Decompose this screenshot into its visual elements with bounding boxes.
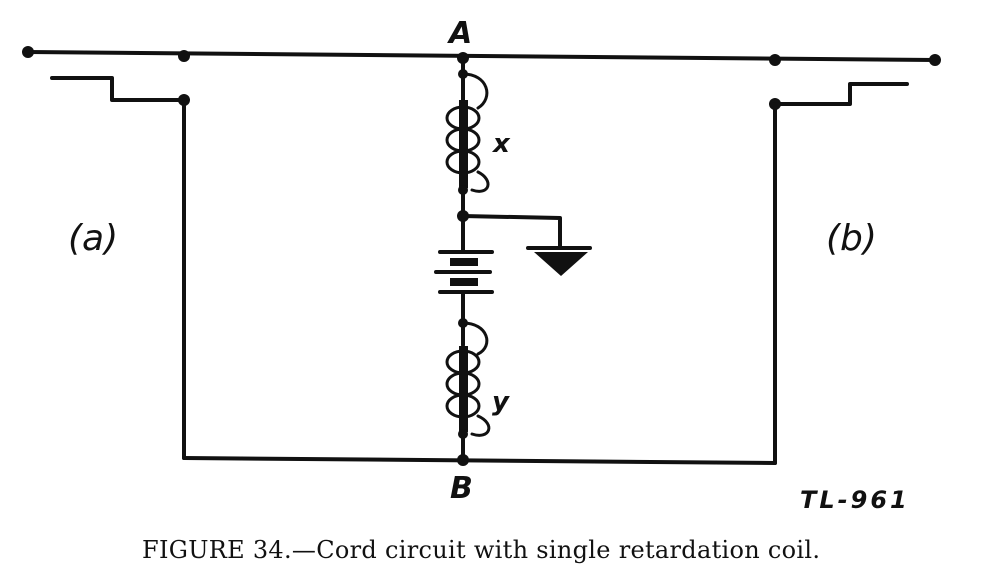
junction-dot-right-top — [769, 54, 781, 66]
side-label-b: (b) — [826, 218, 877, 259]
node-label-B: B — [450, 471, 473, 506]
coil-label-x: x — [491, 129, 511, 159]
left-step-wire — [50, 76, 186, 102]
ground-icon — [526, 246, 592, 276]
coil-label-y: y — [492, 387, 510, 417]
top-line-wire — [26, 50, 937, 62]
right-step-wire — [773, 82, 909, 106]
figure-caption: FIGURE 34.—Cord circuit with single reta… — [142, 536, 821, 564]
coil-core-laminations — [434, 250, 494, 294]
coil-x-winding — [445, 69, 490, 195]
terminal-dot-right-end — [929, 54, 941, 66]
drawing-code: TL-961 — [800, 486, 910, 514]
side-label-a: (a) — [68, 218, 118, 259]
node-label-A: A — [447, 16, 472, 51]
bottom-line-wire — [182, 456, 777, 465]
junction-dot-left-top — [178, 50, 190, 62]
ground-wire — [461, 214, 562, 248]
coil-y-winding — [445, 318, 491, 439]
terminal-dot-left-end — [22, 46, 34, 58]
